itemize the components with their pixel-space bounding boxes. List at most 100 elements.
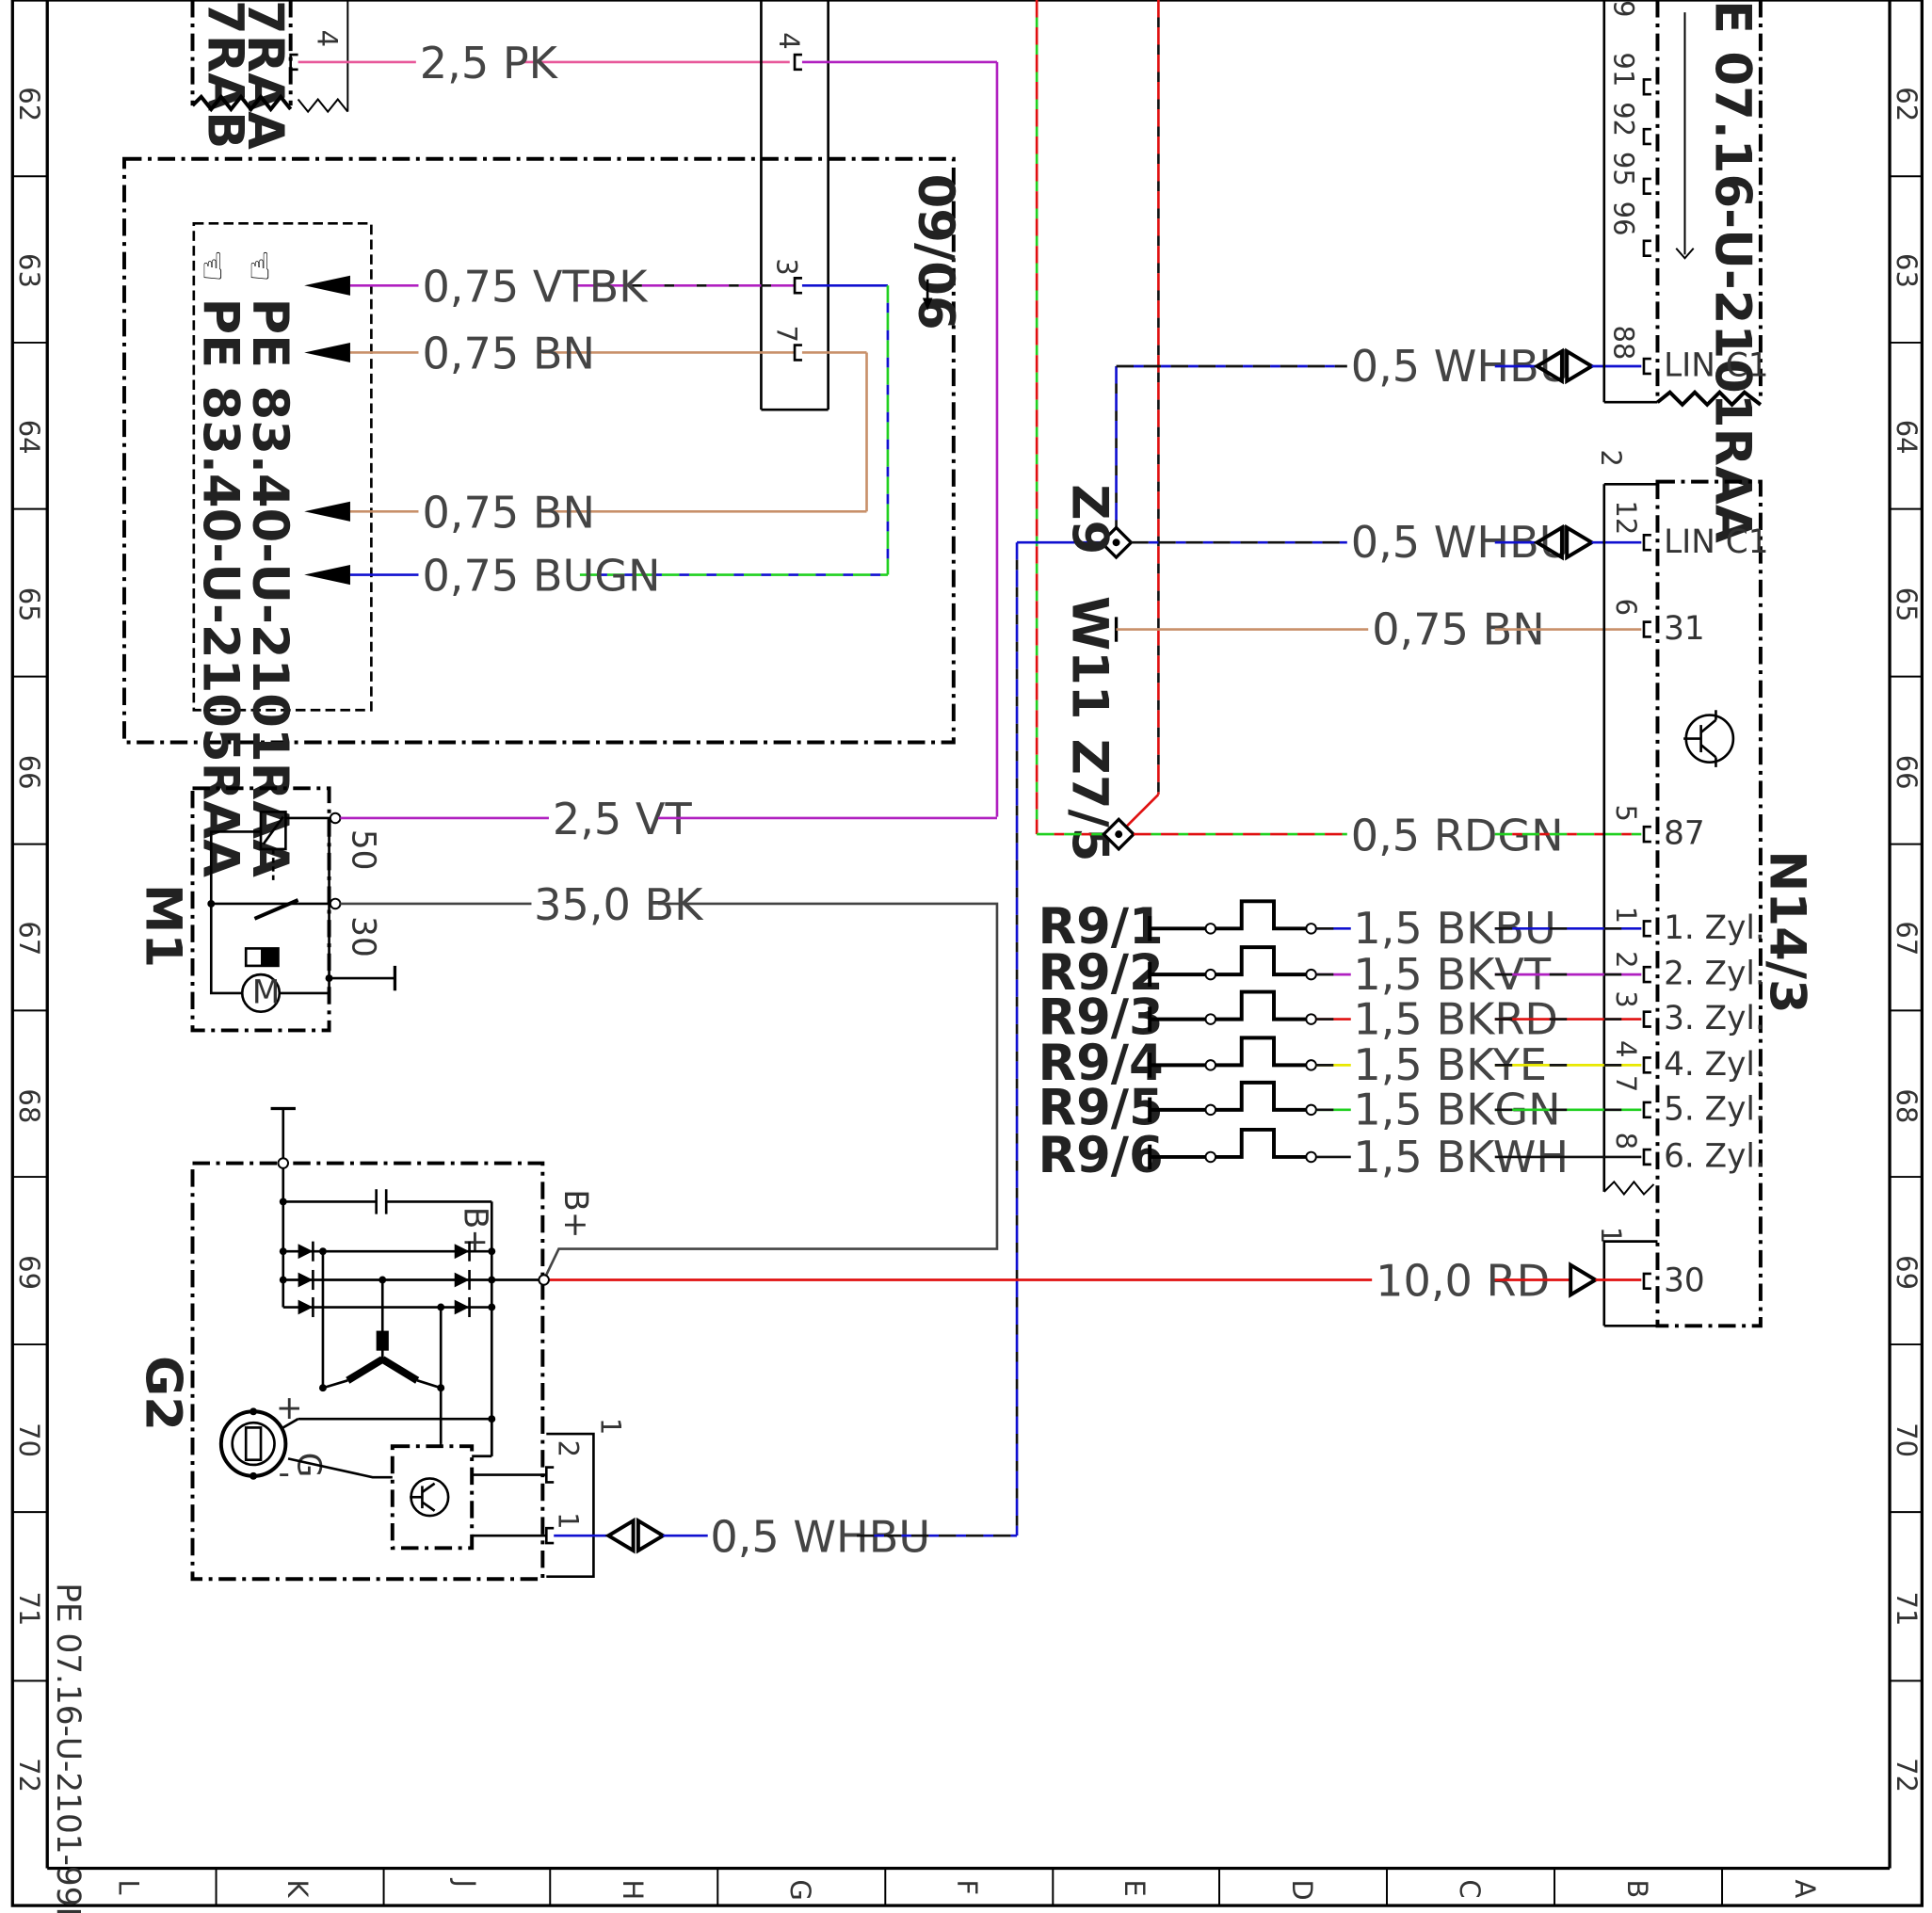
terminal-zyl-5: 5. Zyl. <box>1664 1090 1765 1128</box>
wire-label-0-75-vtbk: 0,75 VTBK <box>422 261 649 312</box>
glow-plug-terminal <box>1305 968 1317 981</box>
grid-col-J: J <box>449 1877 481 1888</box>
terminal-zyl-2: 2. Zyl. <box>1664 956 1765 993</box>
label-z7-5: Z7/5 <box>1060 739 1118 862</box>
terminal-zyl-3: 3. Zyl. <box>1664 1000 1765 1037</box>
glow-plug-terminal <box>1204 923 1217 935</box>
rotor-plus: + <box>276 1390 303 1427</box>
grid-row-left-65: 65 <box>13 587 45 622</box>
terminal-bplus-inner: B+ <box>456 1207 493 1256</box>
top-right-pin-95: 95 <box>1607 152 1639 186</box>
grid-col-F: F <box>951 1879 983 1895</box>
glow-plug-terminal <box>1204 1013 1217 1025</box>
grid-row-left-66: 66 <box>13 755 45 790</box>
label-r9-5: R9/5 <box>1038 1080 1163 1137</box>
glow-plug-terminal <box>1204 968 1217 981</box>
top-right-ref: E 07.16-U-2101RAA <box>1703 0 1761 543</box>
g2-pin-2: 2 <box>552 1440 584 1457</box>
glow-plug-symbol-r9-2 <box>1148 945 1312 988</box>
label-r9-6: R9/6 <box>1038 1127 1163 1184</box>
grid-col-E: E <box>1119 1879 1151 1896</box>
top-right-pin-92: 92 <box>1607 102 1639 137</box>
glow-plug-terminal <box>1305 1103 1317 1117</box>
grid-row-left-68: 68 <box>13 1088 45 1123</box>
grid-col-L: L <box>113 1879 145 1894</box>
g2-pin-1: 1 <box>552 1512 584 1529</box>
grid-row-right-66: 66 <box>1891 755 1923 790</box>
grid-col-D: D <box>1286 1879 1318 1900</box>
glow-plug-terminal <box>1305 923 1317 935</box>
g2-header-1: 1 <box>594 1418 626 1435</box>
pin-conn-3: 3 <box>771 258 803 275</box>
connector-bidir-2 <box>1533 523 1596 561</box>
hand-ref-box <box>192 222 373 712</box>
glow-plug-terminal <box>1204 1150 1217 1164</box>
grid-col-C: C <box>1454 1879 1486 1898</box>
n14-pin-1: 1 <box>1610 907 1642 924</box>
n14-pin-4: 4 <box>1610 1040 1642 1057</box>
frame-09-06 <box>121 156 956 745</box>
label-r9-3: R9/3 <box>1038 989 1163 1046</box>
grid-col-K: K <box>282 1879 314 1898</box>
label-w11: W11 <box>1060 596 1118 720</box>
terminal-lin-c1: LIN C1 <box>1664 523 1768 561</box>
n14-pin-6: 6 <box>1610 599 1642 616</box>
grid-row-left-62: 62 <box>13 87 45 121</box>
grid-row-right-72: 72 <box>1891 1758 1923 1792</box>
terminal-bplus: B+ <box>556 1189 594 1238</box>
grid-row-left-64: 64 <box>13 420 45 455</box>
top-right-pin-88: 88 <box>1607 325 1639 360</box>
pin-conn-7: 7 <box>771 325 803 342</box>
glow-plug-terminal <box>1305 1013 1317 1025</box>
alternator-g2: G2 B+ B+ <box>135 1106 594 1582</box>
glow-plug-terminal <box>1305 1150 1317 1164</box>
g2-connector: 1 2 1 <box>544 1418 626 1578</box>
grid-col-A: A <box>1789 1879 1821 1898</box>
label-r9-4: R9/4 <box>1038 1035 1163 1092</box>
glow-plug-symbol-r9-3 <box>1148 989 1312 1032</box>
terminal-zyl-6: 6. Zyl. <box>1664 1138 1765 1176</box>
grid-row-right-64: 64 <box>1891 420 1923 455</box>
terminal-87: 87 <box>1664 815 1705 853</box>
glow-plugs: R9/1 R9/2 R9/3 R9/4 R9/5 R9/6 <box>1038 898 1317 1184</box>
connector-bidir-1 <box>1533 347 1596 385</box>
n14-pin-5: 5 <box>1610 804 1642 821</box>
hand-ref-1: PE 83.40-U-2101RAA <box>241 297 298 877</box>
n14-pin-7: 7 <box>1610 1075 1642 1092</box>
sheet-frame <box>10 0 1924 1907</box>
grid-col-H: H <box>617 1879 649 1900</box>
connector-arrow-30 <box>1569 1262 1600 1298</box>
top-left-connector: 7RAA 7RAB 4 <box>190 0 349 150</box>
glow-plug-terminal <box>1204 1059 1217 1071</box>
glow-plug-symbol-r9-6 <box>1148 1127 1312 1170</box>
page-ref-09-06: 09/06 <box>907 174 964 330</box>
control-unit-n14-3: E 07.16-U-2101RAA 9 91 92 95 96 88 LIN C… <box>1595 0 1815 1328</box>
footer-reference: PE 07.16-U-2101-99RAB <box>49 1583 87 1913</box>
rotor-minus: - <box>278 1455 289 1492</box>
hand-icon-1: ☝ <box>249 246 271 289</box>
top-right-pin-91: 91 <box>1607 52 1639 87</box>
top-right-pin-96: 96 <box>1607 201 1639 236</box>
hand-ref-2: PE 83.40-U-2105RAA <box>191 297 249 877</box>
arrow-bugn <box>304 564 350 586</box>
grid-row-left-69: 69 <box>13 1255 45 1290</box>
n14-pin-12: 12 <box>1610 500 1642 535</box>
terminal-zyl-1: 1. Zyl. <box>1664 909 1765 947</box>
label-g2: G2 <box>135 1356 192 1431</box>
pin-conn-4: 4 <box>773 32 805 49</box>
top-left-ref-1: 7RAA <box>236 0 294 150</box>
grid-row-left-71: 71 <box>13 1591 45 1626</box>
top-left-ref-2: 7RAB <box>197 0 254 149</box>
n14-pin-8: 8 <box>1610 1133 1642 1149</box>
top-right-pin-9: 9 <box>1607 0 1639 17</box>
grid-ticks <box>12 175 1923 1906</box>
grid-row-right-63: 63 <box>1891 253 1923 288</box>
glow-plug-terminal <box>1305 1059 1317 1071</box>
grid-row-right-70: 70 <box>1891 1423 1923 1457</box>
pin-top-left-4: 4 <box>312 30 344 47</box>
starter-m1: M1 M 50 30 <box>135 786 397 1033</box>
grid-col-B: B <box>1621 1879 1653 1898</box>
arrow-bn-1 <box>304 342 350 363</box>
wire-label-0-75-bugn: 0,75 BUGN <box>422 551 660 602</box>
